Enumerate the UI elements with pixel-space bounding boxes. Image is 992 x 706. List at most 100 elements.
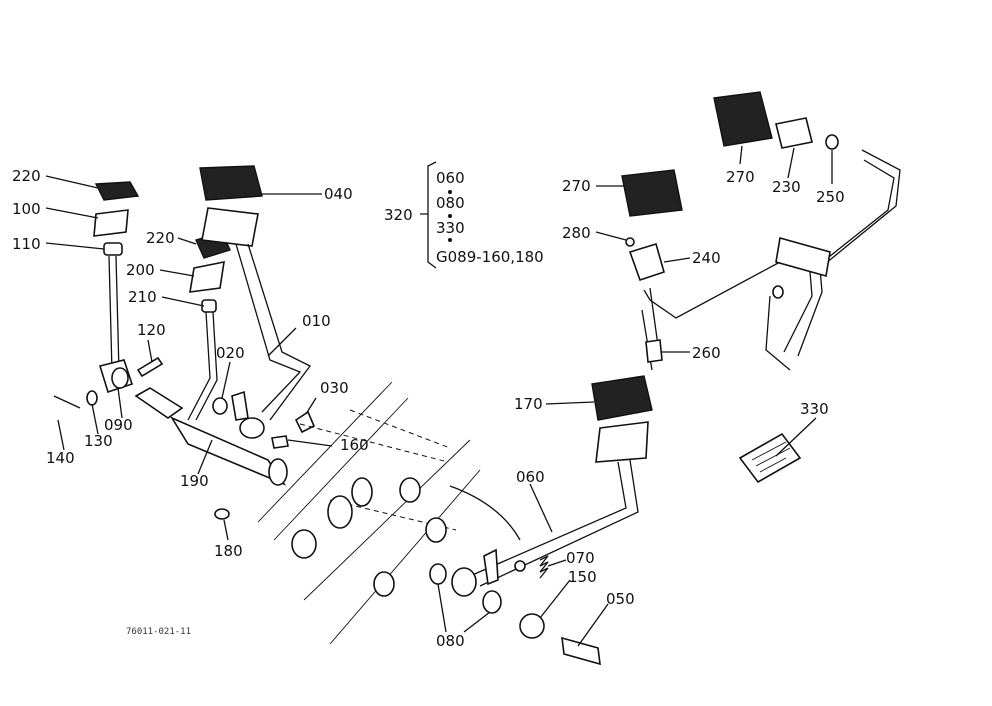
group-320-item-4: G089-160,180: [436, 248, 544, 266]
callout-220a: 220: [12, 167, 41, 185]
callout-240: 240: [692, 249, 721, 267]
callout-010: 010: [302, 312, 331, 330]
manual-lines: [751, 441, 791, 473]
bent-pedal-rod: [783, 149, 901, 357]
pedal-plate-100: [93, 209, 129, 237]
shaft-190: [169, 416, 287, 486]
pin-050: [561, 636, 601, 666]
pin-160: [271, 435, 289, 449]
pedal-pad-220a: [94, 181, 140, 201]
callout-180: 180: [214, 542, 243, 560]
spring-stud: [514, 560, 526, 572]
callout-030: 030: [320, 379, 349, 397]
rod-sleeve: [775, 236, 831, 278]
pedal-arm-010: [235, 243, 311, 421]
group-320-item-1: 060: [436, 169, 465, 187]
callout-140: 140: [46, 449, 75, 467]
frame-boss-6: [373, 571, 395, 597]
callout-070: 070: [566, 549, 595, 567]
shaft-end: [268, 458, 288, 486]
pedal-hub: [239, 417, 265, 439]
callout-200: 200: [126, 261, 155, 279]
leader-lines: [45, 145, 833, 647]
bracket-020: [231, 390, 249, 421]
callout-150: 150: [568, 568, 597, 586]
nut-280: [625, 237, 635, 247]
frame-boss-1: [327, 495, 353, 529]
clip-020: [212, 397, 228, 415]
callout-050: 050: [606, 590, 635, 608]
pedal-plate-200: [189, 260, 225, 293]
spring-260: [645, 339, 663, 363]
callout-160: 160: [340, 436, 369, 454]
right-assembly: [621, 91, 901, 484]
pin-180: [214, 508, 230, 520]
bracket-150: [519, 613, 545, 639]
callout-170: 170: [514, 395, 543, 413]
sleeve-230: [775, 117, 813, 149]
left-pedal-assembly: [53, 165, 316, 520]
spring-070: [539, 555, 549, 579]
callout-080: 080: [436, 632, 465, 650]
callout-210: 210: [128, 288, 157, 306]
sleeve-240: [628, 242, 665, 282]
bolt-030: [294, 410, 316, 434]
center-frame: [257, 381, 521, 645]
pedal-plate-040: [201, 207, 259, 247]
bushing-080a: [429, 563, 447, 585]
pedal-pad-170: [591, 375, 653, 421]
callout-320: 320: [384, 206, 413, 224]
callout-040: 040: [324, 185, 353, 203]
callout-090: 090: [104, 416, 133, 434]
washer-130: [86, 390, 98, 406]
brake-pedal-assembly: [429, 375, 653, 666]
callout-120: 120: [137, 321, 166, 339]
pedal-plate-060: [595, 421, 649, 463]
frame-boss-3: [291, 529, 317, 559]
frame-boss-5: [425, 517, 447, 543]
drawing-code: 76011-021-11: [126, 627, 191, 637]
callout-270b: 270: [726, 168, 755, 186]
collar-110: [103, 242, 123, 256]
callout-330: 330: [800, 400, 829, 418]
bracket-320: [420, 161, 437, 269]
pivot-arrow: [449, 485, 521, 541]
boss-hole: [111, 367, 129, 389]
frame-dashes: [299, 409, 457, 531]
pedal-pad-270b: [713, 91, 773, 147]
callout-100: 100: [12, 200, 41, 218]
callout-130: 130: [84, 432, 113, 450]
group-320-list: 060 080 330 G089-160,180: [436, 169, 544, 266]
shaft-stub: [134, 387, 184, 419]
pedal-pad-040: [199, 165, 263, 201]
bushing-080b: [482, 590, 502, 614]
arm-tab: [483, 548, 499, 586]
callout-230: 230: [772, 178, 801, 196]
callout-110: 110: [12, 235, 41, 253]
left-pedal-rod: [108, 255, 120, 373]
collar-210: [201, 299, 217, 313]
washer-250: [825, 134, 839, 150]
callout-labels: 220 100 110 040 220 200 210 010 120 020 …: [12, 167, 845, 650]
frame-edges: [257, 381, 481, 645]
callout-220b: 220: [146, 229, 175, 247]
group-320-item-2: 080: [436, 194, 465, 212]
callout-020: 020: [216, 344, 245, 362]
callout-270a: 270: [562, 177, 591, 195]
group-320-item-3: 330: [436, 219, 465, 237]
manual-330: [738, 432, 802, 484]
brake-hub: [451, 567, 477, 597]
callout-280: 280: [562, 224, 591, 242]
frame-boss-2: [351, 477, 373, 507]
pin-140: [53, 395, 81, 409]
rod-clip: [772, 285, 784, 299]
rod-lower: [765, 295, 791, 371]
callout-260: 260: [692, 344, 721, 362]
callout-250: 250: [816, 188, 845, 206]
callout-190: 190: [180, 472, 209, 490]
middle-pedal-rod: [187, 311, 218, 421]
pin-120: [136, 356, 164, 378]
pedal-pad-270a: [621, 169, 683, 217]
